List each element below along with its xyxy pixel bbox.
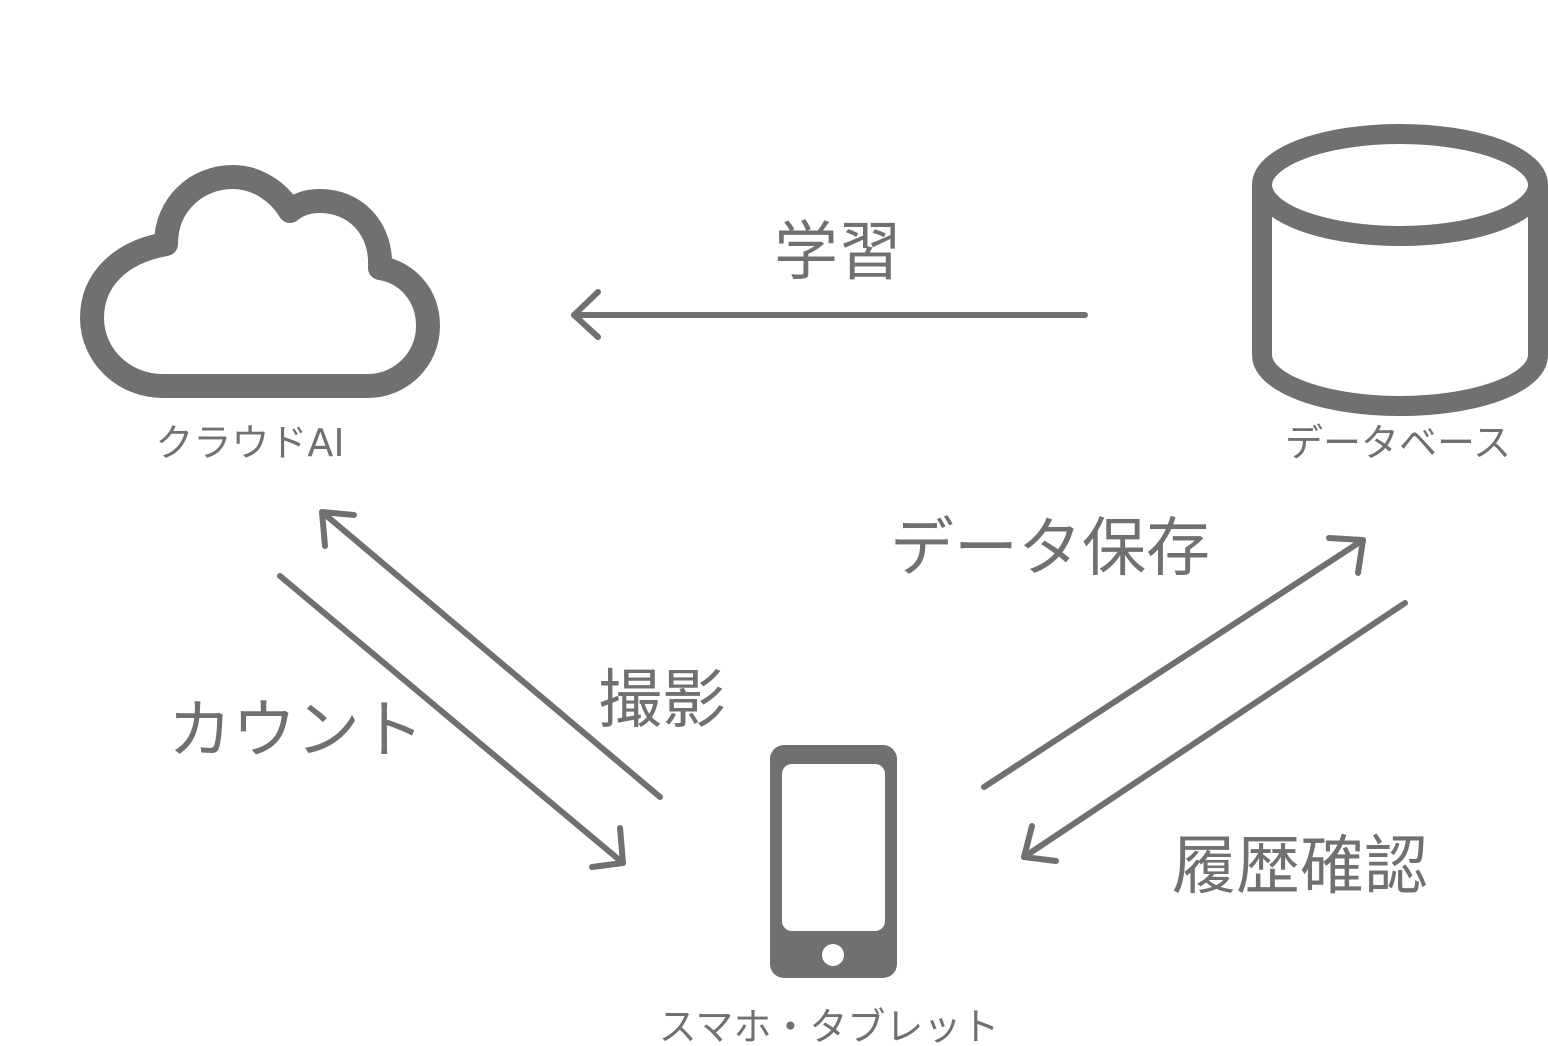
database-label: データベース xyxy=(1285,421,1511,465)
smartphone-icon xyxy=(770,745,897,978)
count-label: カウント xyxy=(168,694,424,768)
capture-label: 撮影 xyxy=(598,664,726,738)
save-label: データ保存 xyxy=(890,512,1210,586)
history-arrow xyxy=(1021,600,1408,864)
cloud-label: クラウドAI xyxy=(155,421,344,465)
database-icon xyxy=(1252,124,1548,416)
cloud-icon xyxy=(80,165,440,398)
count-arrow xyxy=(277,573,626,870)
device-label: スマホ・タブレット xyxy=(659,1005,1000,1046)
capture-arrow xyxy=(319,509,663,800)
learn-arrow xyxy=(571,289,1088,340)
learn-label: 学習 xyxy=(774,216,902,290)
history-label: 履歴確認 xyxy=(1172,830,1428,904)
save-arrow xyxy=(981,535,1366,790)
